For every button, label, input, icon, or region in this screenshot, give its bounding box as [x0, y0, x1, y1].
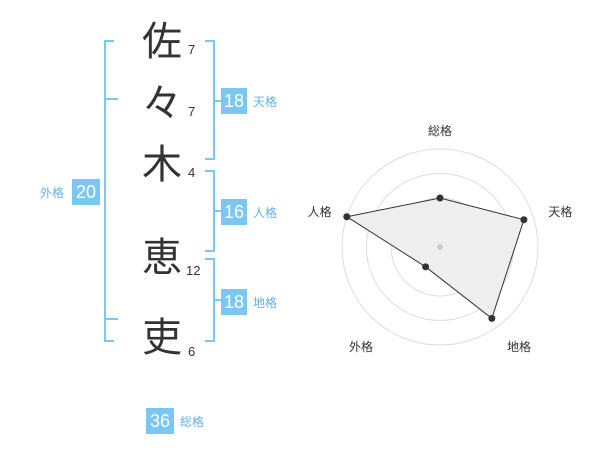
jinkaku-value-box: 16 — [221, 199, 247, 225]
jinkaku-label: 人格 — [253, 206, 278, 220]
chikaku-value-box: 18 — [221, 289, 247, 315]
radar-center-dot — [437, 244, 443, 250]
tenkaku-label: 天格 — [253, 95, 278, 109]
radar-point-2 — [520, 216, 528, 224]
chikaku-connector — [213, 299, 221, 301]
radar-point-4 — [422, 263, 430, 271]
axis-label-gaikaku: 外格 — [349, 339, 373, 354]
tenkaku-value-box: 18 — [221, 88, 247, 114]
gaikaku-value-box: 20 — [72, 179, 100, 205]
radar-points — [343, 194, 528, 322]
gaikaku-tick — [104, 98, 118, 100]
jinkaku-connector — [213, 210, 221, 212]
radar-chart: 総格 天格 地格 外格 人格 — [308, 123, 573, 354]
tenkaku-connector — [213, 100, 221, 102]
soukaku-label: 総格 — [180, 415, 205, 429]
radar-area — [345, 197, 525, 320]
radar-point-3 — [488, 314, 496, 322]
radar-ring — [341, 148, 539, 346]
axis-label-soukaku: 総格 — [428, 123, 452, 138]
radar-point-5 — [343, 213, 351, 221]
stroke-count-4: 12 — [186, 263, 201, 278]
stroke-count-5: 6 — [188, 344, 196, 359]
axis-label-jinkaku: 人格 — [308, 204, 332, 219]
name-char-5: 吏 — [142, 315, 182, 361]
name-char-3: 木 — [142, 142, 182, 188]
stroke-count-1: 7 — [188, 42, 196, 57]
gaikaku-label: 外格 — [40, 186, 65, 200]
stroke-count-3: 4 — [188, 165, 196, 180]
name-char-2: 々 — [142, 81, 182, 127]
chikaku-label: 地格 — [253, 296, 278, 310]
name-char-1: 佐 — [142, 19, 182, 65]
gaikaku-tick-bottom — [104, 318, 118, 320]
axis-label-tenkaku: 天格 — [548, 204, 572, 219]
stroke-count-2: 7 — [188, 104, 196, 119]
radar-point-1 — [436, 194, 444, 202]
gaikaku-bracket — [104, 40, 114, 342]
soukaku-value-box: 36 — [146, 408, 174, 434]
axis-label-chikaku: 地格 — [507, 339, 531, 354]
name-char-4: 恵 — [142, 235, 182, 281]
